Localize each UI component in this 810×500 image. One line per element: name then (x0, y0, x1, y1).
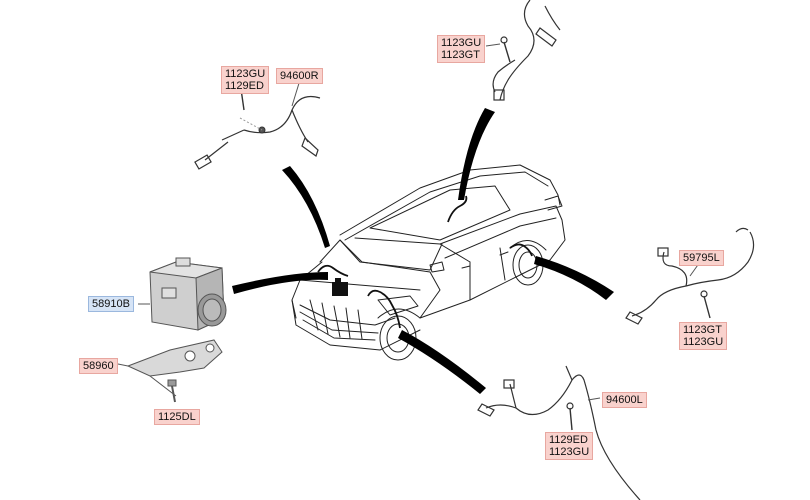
leader-line (485, 43, 501, 47)
leader-line (117, 363, 129, 367)
part-number: 59795L (683, 252, 720, 264)
bolt-icon (167, 379, 177, 403)
label-bottom-bolt: 1129ED 1123GU (545, 432, 594, 460)
label-rear-cable: 59795L (679, 250, 724, 266)
front-left-wheel-sensor (477, 365, 641, 500)
bolt-icon (239, 117, 266, 134)
rear-brake-cable (625, 227, 755, 325)
part-number: 94600R (280, 70, 319, 82)
leader-line (291, 79, 301, 107)
part-number: 1129ED (549, 434, 588, 446)
leader-line (587, 397, 601, 401)
label-front-right-sensor: 94600R (276, 68, 323, 84)
part-number: 1125DL (158, 411, 196, 423)
part-number: 1123GT (441, 49, 480, 61)
label-bracket: 58960 (79, 358, 118, 374)
callout-sweeps (232, 108, 614, 394)
label-rear-right-bolt: 1123GT 1123GU (679, 322, 728, 350)
part-number: 58910B (92, 298, 130, 310)
mounting-bracket (126, 339, 223, 397)
label-top-left: 1123GU 1129ED (221, 66, 270, 94)
part-number: 1123GT (683, 324, 722, 336)
label-bracket-bolt: 1125DL (154, 409, 200, 425)
part-number: 58960 (83, 360, 114, 372)
part-number: 1129ED (225, 80, 264, 92)
label-top-center: 1123GU 1123GT (437, 35, 486, 63)
part-number: 1123GU (225, 68, 266, 80)
part-number: 1123GU (441, 37, 482, 49)
part-number: 94600L (606, 394, 643, 406)
hcu-on-car (332, 278, 348, 296)
part-number: 1123GU (683, 336, 724, 348)
car-wiring (317, 195, 533, 329)
label-hcu-assembly: 58910B (88, 296, 134, 312)
rear-right-wheel-sensor (492, 0, 561, 101)
label-front-left-sensor: 94600L (602, 392, 647, 408)
part-number: 1123GU (549, 446, 590, 458)
abs-hcu-module (149, 257, 227, 331)
car-illustration (291, 164, 566, 361)
